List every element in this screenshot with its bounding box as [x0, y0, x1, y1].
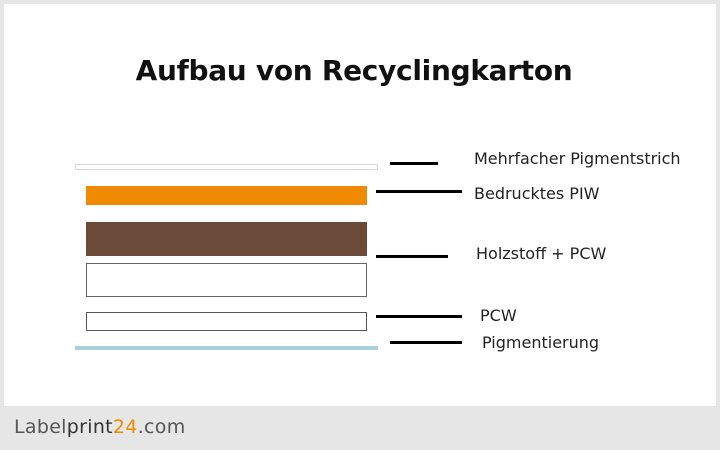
label-wood-pulp-pcw: Holzstoff + PCW — [476, 244, 607, 263]
footer-bar: Labelprint24.com — [0, 406, 720, 450]
layer-wood-pulp — [86, 222, 367, 256]
label-printed-piw: Bedrucktes PIW — [474, 184, 600, 203]
layer-pigmentation — [75, 346, 378, 350]
label-pigment-coating: Mehrfacher Pigmentstrich — [474, 149, 681, 168]
leader-line-4 — [376, 315, 462, 318]
layer-multiple-pigment-coating — [75, 164, 378, 170]
label-pigmentation: Pigmentierung — [482, 333, 600, 352]
layer-printed-piw — [86, 186, 367, 205]
leader-line-3 — [376, 255, 448, 258]
logo-part-label: Label — [14, 416, 67, 438]
leader-line-2 — [376, 190, 462, 193]
label-pcw: PCW — [480, 306, 517, 325]
logo-part-24: 24 — [112, 416, 138, 438]
layer-pcw — [86, 312, 367, 331]
layer-pcw-core — [86, 263, 367, 297]
diagram-title: Aufbau von Recyclingkarton — [135, 54, 573, 87]
leader-line-1 — [390, 162, 438, 165]
brand-logo[interactable]: Labelprint24.com — [14, 416, 186, 438]
logo-part-print: print — [66, 416, 113, 438]
diagram-panel: Aufbau von Recyclingkarton Mehrfacher Pi… — [4, 4, 716, 406]
leader-line-5 — [390, 341, 462, 344]
logo-part-com: .com — [137, 416, 186, 438]
